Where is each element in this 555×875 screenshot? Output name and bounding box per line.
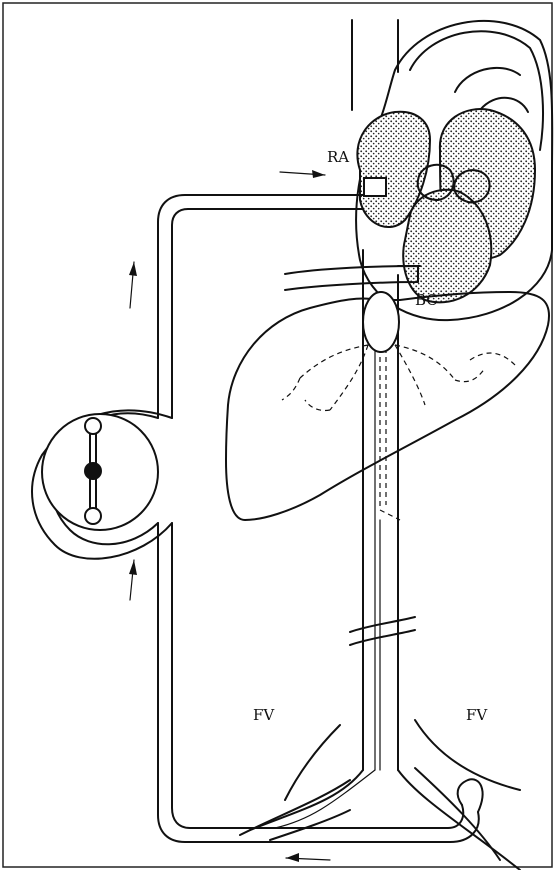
label-femoral-vein-left: FV	[253, 706, 275, 724]
label-right-atrium: RA	[327, 148, 349, 166]
atrial-cannula-tip	[364, 178, 386, 196]
heart	[356, 21, 552, 320]
label-balloon-catheter: BC	[415, 291, 438, 309]
flow-arrow-icon	[129, 170, 330, 862]
label-femoral-vein-right: FV	[466, 706, 488, 724]
pump-icon	[32, 410, 172, 558]
balloon-catheter	[363, 292, 399, 352]
